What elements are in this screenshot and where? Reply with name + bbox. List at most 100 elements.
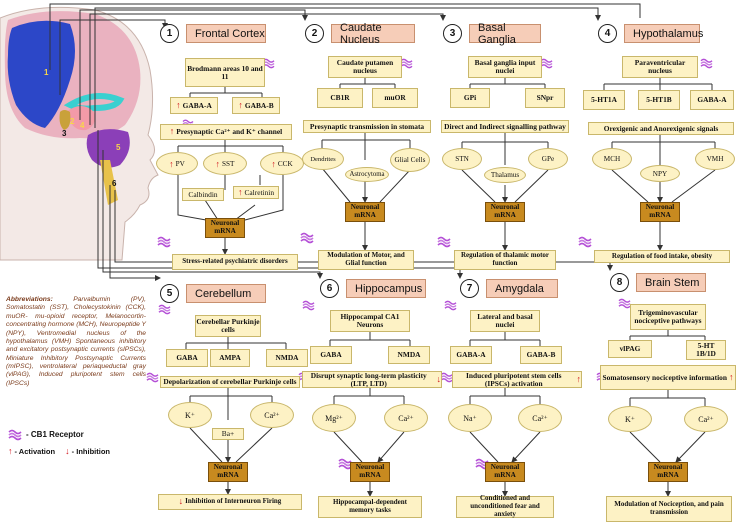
am-gaba-a-box: GABA-A (450, 346, 492, 364)
bg-stn-ellipse: STN (442, 148, 482, 170)
hc-gaba-box: GABA (310, 346, 352, 364)
am-gaba-b-box: GABA-B (520, 346, 562, 364)
region-6-number: 6 (320, 279, 339, 298)
legend-row: ↑- Activation ↓- Inhibition (8, 446, 110, 456)
region-5-number: 5 (160, 284, 179, 303)
hy-mid-box: Orexigenic and Anorexigenic signals (588, 122, 734, 135)
cn-mid-box: Presynaptic transmission in stomata (303, 120, 431, 133)
hc-top-box: Hippocampal CA1 Neurons (330, 310, 410, 332)
bs-top-box: Trigeminovascular nociceptive pathways (630, 304, 706, 330)
region-4-number: 4 (598, 24, 617, 43)
fc-cck-ellipse: ↑CCK (260, 152, 304, 175)
head-illustration (0, 6, 159, 261)
fc-pv-ellipse: ↑PV (156, 152, 198, 175)
hy-npy-ellipse: NPY (640, 165, 680, 182)
fc-channel-box: ↑Presynaptic Ca²⁺ and K⁺ channel (160, 124, 292, 140)
bs-k-ellipse: K⁺ (608, 406, 652, 432)
ce-ca-ellipse: Ca²⁺ (250, 402, 294, 428)
bg-gpi-box: GPi (450, 88, 490, 108)
region-1-title: Frontal Cortex (186, 24, 266, 43)
bs-mid-box: Somatosensory nociceptive information↑ (600, 365, 736, 390)
bs-outcome: Modulation of Nociception, and pain tran… (606, 496, 732, 522)
region-7-title: Amygdala (486, 279, 558, 298)
hc-nmda-box: NMDA (388, 346, 430, 364)
ce-mid-box: Depolarization of cerebellar Purkinje ce… (160, 376, 300, 388)
fc-neuronal-mrna: Neuronal mRNA (205, 218, 245, 238)
brain-label-3: 3 (62, 129, 67, 138)
region-7-number: 7 (460, 279, 479, 298)
brain-label-5: 5 (116, 143, 121, 152)
brain-label-1: 1 (44, 68, 49, 77)
am-ca-ellipse: Ca²⁺ (518, 404, 562, 432)
hy-outcome: Regulation of food intake, obesity (594, 250, 730, 263)
hy-top-box: Paraventricular nucleus (622, 56, 698, 78)
region-3-number: 3 (443, 24, 462, 43)
am-neuronal-mrna: Neuronal mRNA (485, 462, 525, 482)
ce-ampa-box: AMPA (210, 349, 250, 367)
hy-vmh-ellipse: VMH (695, 148, 735, 170)
bg-mid-box: Direct and Indirect signalling pathway (441, 120, 569, 133)
region-2-number: 2 (305, 24, 324, 43)
hc-neuronal-mrna: Neuronal mRNA (350, 462, 390, 482)
hy-5ht1a-box: 5-HT1A (583, 90, 625, 110)
am-outcome: Conditioned and unconditioned fear and a… (456, 495, 554, 518)
fc-gaba-b-box: ↑GABA-B (232, 97, 280, 114)
ce-k-ellipse: K⁺ (168, 402, 212, 428)
region-5-title: Cerebellum (186, 284, 266, 303)
bg-snpr-box: SNpr (525, 88, 565, 108)
brain-label-2: 2 (70, 117, 75, 126)
cn-astrocytoma-ellipse: Astrocytoma (345, 167, 389, 182)
legend-cb1: - CB1 Receptor (26, 430, 84, 439)
cn-dendrites-ellipse: Dendrites (302, 148, 344, 170)
ce-gaba-box: GABA (166, 349, 208, 367)
bs-5ht-box: 5-HT 1B/1D (686, 340, 726, 360)
hy-mch-ellipse: MCH (592, 148, 632, 170)
cn-cb1r-box: CB1R (317, 88, 363, 108)
brain-labels: 1 2 3 4 5 6 (44, 68, 121, 188)
region-6-title: Hippocampus (346, 279, 426, 298)
ce-ba-box: Ba+ (212, 428, 244, 440)
ce-top-box: Cerebellar Purkinje cells (195, 315, 261, 337)
bg-thalamus-ellipse: Thalamus (484, 167, 526, 183)
inhibition-arrow-icon: ↓ (65, 446, 70, 456)
hy-5ht1b-box: 5-HT1B (638, 90, 680, 110)
cn-outcome: Modulation of Motor, and Glial function (318, 250, 414, 270)
region-8-title: Brain Stem (636, 273, 706, 292)
activation-arrow-icon: ↑ (8, 446, 13, 456)
bs-ca-ellipse: Ca²⁺ (684, 406, 728, 432)
am-na-ellipse: Na⁺ (448, 404, 492, 432)
hc-ca-ellipse: Ca²⁺ (384, 404, 428, 432)
bg-outcome: Regulation of thalamic motor function (454, 250, 556, 270)
abbreviations-text: Abbreviations: Parvalbumin (PV), Somatos… (6, 296, 147, 387)
hy-gaba-a-box: GABA-A (690, 90, 734, 110)
hc-mg-ellipse: Mg²⁺ (312, 404, 356, 432)
bs-neuronal-mrna: Neuronal mRNA (648, 462, 688, 482)
fc-calbindin-box: Calbindin (182, 188, 224, 201)
ce-neuronal-mrna: Neuronal mRNA (208, 462, 248, 482)
brain-label-6: 6 (112, 179, 117, 188)
ce-outcome: ↓Inhibition of Interneuron Firing (158, 494, 302, 510)
cn-top-box: Caudate putamen nucleus (328, 56, 402, 78)
brain-label-4: 4 (80, 121, 85, 130)
cn-muor-box: muOR (372, 88, 418, 108)
region-3-title: Basal Ganglia (469, 22, 541, 46)
fc-sst-ellipse: ↑SST (203, 152, 247, 175)
bs-vlpag-box: vlPAG (608, 340, 652, 358)
cn-neuronal-mrna: Neuronal mRNA (345, 202, 385, 222)
region-1-number: 1 (160, 24, 179, 43)
hc-mid-box: Disrupt synaptic long-term plasticity (L… (302, 371, 442, 388)
region-2-title: Caudate Nucleus (331, 22, 415, 46)
region-4-title: Hypothalamus (624, 24, 703, 43)
fc-outcome: Stress-related psychiatric disorders (172, 254, 298, 270)
am-mid-box: Induced pluripotent stem cells (IPSCs) a… (452, 371, 582, 388)
bg-top-box: Basal ganglia input nuclei (468, 56, 542, 78)
bg-neuronal-mrna: Neuronal mRNA (485, 202, 525, 222)
region-8-number: 8 (610, 273, 629, 292)
fc-calretinin-box: ↑Calretinin (233, 186, 279, 199)
am-top-box: Lateral and basal nuclei (470, 310, 540, 332)
bg-gpe-ellipse: GPe (528, 148, 568, 170)
ce-nmda-box: NMDA (266, 349, 308, 367)
cn-glial-ellipse: Glial Cells (390, 148, 430, 172)
fc-gaba-a-box: ↑GABA-A (170, 97, 218, 114)
